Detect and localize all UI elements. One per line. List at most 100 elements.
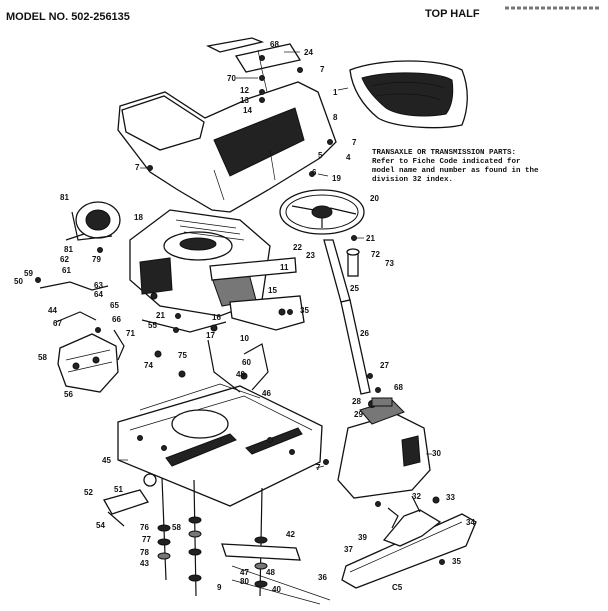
callout: 4 — [346, 153, 351, 162]
callout: 7 — [352, 138, 357, 147]
callout: 68 — [394, 383, 403, 392]
callout: 28 — [352, 397, 361, 406]
callout: 13 — [240, 96, 249, 105]
bolt-stack-right — [254, 487, 268, 597]
callout: 7 — [135, 163, 140, 172]
note-line-2: Refer to Fiche Code indicated for — [372, 158, 521, 166]
callout: C5 — [392, 583, 403, 592]
mount-bracket — [229, 295, 305, 331]
callout: 5 — [318, 151, 323, 160]
callout: 24 — [304, 48, 313, 57]
callout: 26 — [360, 329, 369, 338]
callout: 55 — [148, 321, 157, 330]
callout: 78 — [140, 548, 149, 557]
callout: 20 — [370, 194, 379, 203]
callout: 62 — [60, 255, 69, 264]
callout: 27 — [380, 361, 389, 370]
bottom-rail — [221, 543, 331, 605]
callout: 71 — [126, 329, 135, 338]
bolt-stack-middle — [188, 479, 202, 597]
fasteners — [35, 55, 445, 565]
callout-labels: 68 24 7 70 12 13 14 1 8 7 4 5 6 7 19 20 … — [14, 40, 475, 594]
callout: 50 — [14, 277, 23, 286]
seat-bracket — [205, 37, 302, 97]
pedal-bracket — [103, 473, 157, 527]
chassis-frame — [117, 383, 323, 507]
callout: 36 — [318, 573, 327, 582]
steering-shaft — [323, 239, 371, 395]
callout: 34 — [466, 518, 475, 527]
callout: 11 — [280, 263, 289, 272]
callout: 64 — [94, 290, 103, 299]
callout: 10 — [240, 334, 249, 343]
callout: 43 — [140, 559, 149, 568]
callout: 35 — [300, 306, 309, 315]
callout: 23 — [306, 251, 315, 260]
callout: 58 — [38, 353, 47, 362]
leader-lines — [118, 51, 432, 469]
callout: 81 — [64, 245, 73, 254]
note-line-3: model name and number as found in the — [372, 167, 539, 175]
callout: 12 — [240, 86, 249, 95]
fender-hood — [117, 81, 337, 213]
callout: 39 — [358, 533, 367, 542]
callout: 56 — [64, 390, 73, 399]
callout: 77 — [142, 535, 151, 544]
callout: 60 — [242, 358, 251, 367]
callout: 22 — [293, 243, 302, 252]
note-line-4: division 32 index. — [372, 176, 453, 184]
callout: 14 — [243, 106, 252, 115]
transaxle-note: TRANSAXLE OR TRANSMISSION PARTS: Refer t… — [372, 149, 539, 184]
solenoid-housing — [57, 333, 119, 393]
callout: 61 — [62, 266, 71, 275]
callout: 63 — [94, 281, 103, 290]
callout: 9 — [217, 583, 222, 592]
callout: 21 — [366, 234, 375, 243]
callout: 70 — [227, 74, 236, 83]
callout: 52 — [84, 488, 93, 497]
callout: 58 — [172, 523, 181, 532]
lower-dash-panel — [341, 509, 477, 589]
seat — [349, 60, 468, 129]
callout: 33 — [446, 493, 455, 502]
callout: 8 — [333, 113, 338, 122]
callout: 42 — [286, 530, 295, 539]
callout: 54 — [96, 521, 105, 530]
callout: 25 — [350, 284, 359, 293]
callout: 19 — [332, 174, 341, 183]
callout: 66 — [112, 315, 121, 324]
callout: 44 — [48, 306, 57, 315]
callout: 76 — [140, 523, 149, 532]
callout: 72 — [371, 250, 380, 259]
callout: 65 — [110, 301, 119, 310]
callout: 51 — [114, 485, 123, 494]
callout: 48 — [266, 568, 275, 577]
callout: 29 — [354, 410, 363, 419]
steering-console — [337, 399, 431, 499]
callout: 6 — [312, 168, 317, 177]
section-title: TOP HALF — [425, 8, 480, 20]
callout: 40 — [272, 585, 281, 594]
engine — [129, 209, 297, 317]
callout: 73 — [385, 259, 394, 268]
callout: 81 — [60, 193, 69, 202]
note-line-1: TRANSAXLE OR TRANSMISSION PARTS: — [372, 149, 516, 157]
callout: 30 — [432, 449, 441, 458]
callout: 21 — [156, 311, 165, 320]
callout: 15 — [268, 286, 277, 295]
starter-motor — [65, 201, 121, 241]
callout: 47 — [240, 568, 249, 577]
callout: 17 — [206, 331, 215, 340]
callout: 46 — [262, 389, 271, 398]
callout: 1 — [333, 88, 338, 97]
callout: 32 — [412, 492, 421, 501]
callout: 67 — [53, 319, 62, 328]
callout: 35 — [452, 557, 461, 566]
callout: 16 — [212, 313, 221, 322]
callout: 68 — [270, 40, 279, 49]
callout: 74 — [144, 361, 153, 370]
callout: 59 — [24, 269, 33, 278]
steering-wheel — [279, 189, 365, 235]
callout: 18 — [134, 213, 143, 222]
